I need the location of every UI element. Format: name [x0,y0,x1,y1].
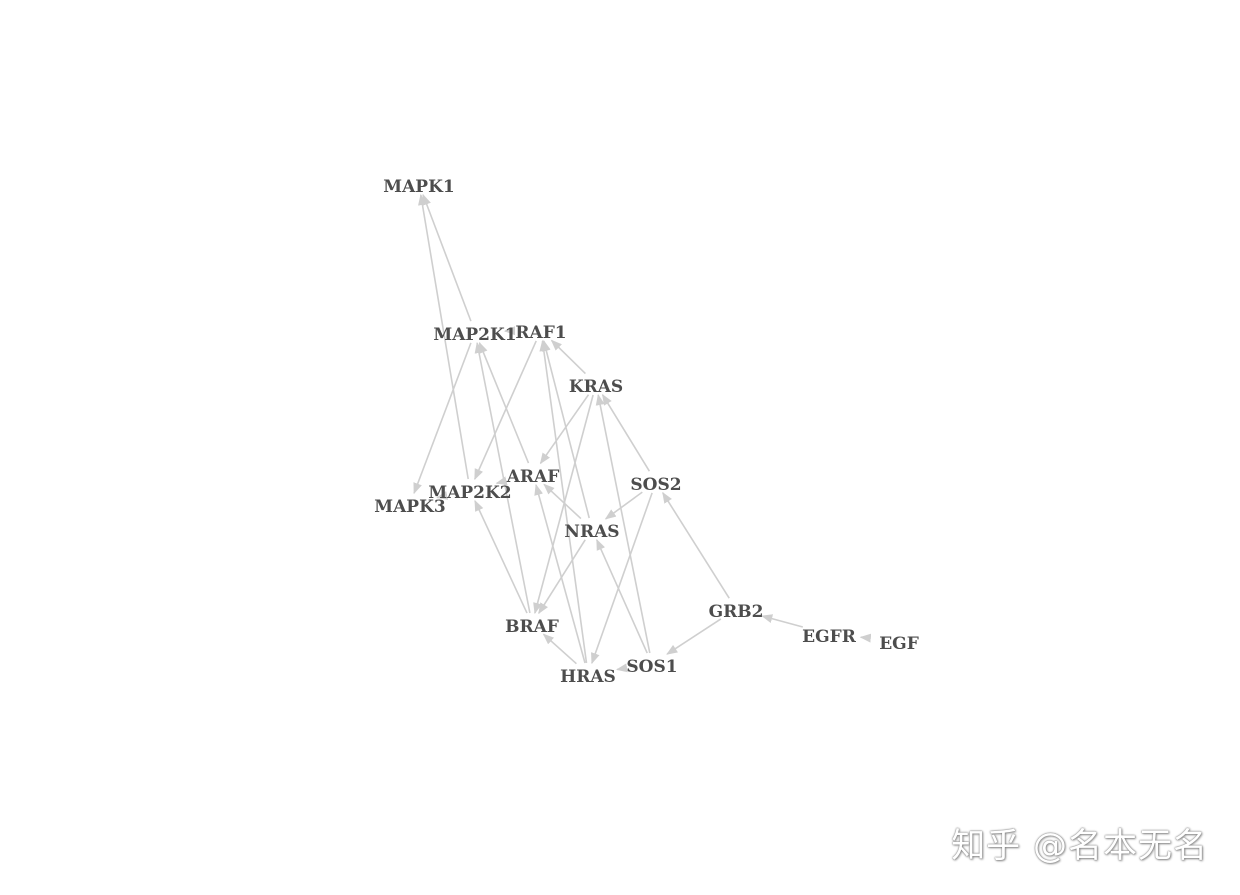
edge-egf-to-egfr [859,633,872,643]
node-araf: ARAF [506,467,560,487]
node-sos2: SOS2 [630,475,681,495]
node-mapk1: MAPK1 [383,177,454,197]
edge-nras-to-araf [543,483,582,520]
node-sos1: SOS1 [626,657,677,677]
edge-sos1-to-hras [615,663,628,673]
edge-map2k2-to-mapk1 [418,193,469,480]
edge-map2k2-to-mapk3 [436,491,449,500]
edge-sos2-to-hras [591,492,653,665]
edge-nras-to-raf1 [541,339,590,519]
edge-braf-to-map2k2 [474,499,528,614]
edge-map2k1-to-mapk1 [422,193,472,322]
edge-grb2-to-sos2 [662,491,730,599]
edge-sos2-to-nras [604,491,643,520]
edge-egfr-to-grb2 [761,614,804,628]
edges-layer [413,193,872,673]
edge-sos1-to-nras [596,538,648,654]
edge-raf1-to-map2k2 [474,340,537,481]
node-kras: KRAS [569,377,623,397]
edge-grb2-to-sos1 [666,618,722,655]
node-mapk3: MAPK3 [374,497,445,517]
edge-hras-to-raf1 [539,339,588,664]
node-map2k2: MAP2K2 [428,483,511,503]
edge-kras-to-araf [539,394,590,465]
edge-hras-to-araf [534,483,586,664]
node-map2k1: MAP2K1 [433,325,516,345]
edge-sos2-to-kras [601,393,651,472]
edge-araf-to-map2k1 [478,341,530,464]
node-nras: NRAS [564,522,619,542]
node-egfr: EGFR [802,627,857,647]
node-egf: EGF [879,634,919,654]
node-grb2: GRB2 [709,602,764,622]
node-braf: BRAF [505,617,559,637]
node-raf1: RAF1 [515,323,566,343]
node-hras: HRAS [560,667,616,687]
edge-sos1-to-kras [595,393,651,654]
edge-kras-to-raf1 [550,339,586,375]
edge-braf-to-map2k1 [474,341,531,614]
watermark: 知乎 @名本无名 [951,826,1208,866]
edge-hras-to-braf [542,633,577,665]
edge-map2k1-to-mapk3 [413,342,472,495]
